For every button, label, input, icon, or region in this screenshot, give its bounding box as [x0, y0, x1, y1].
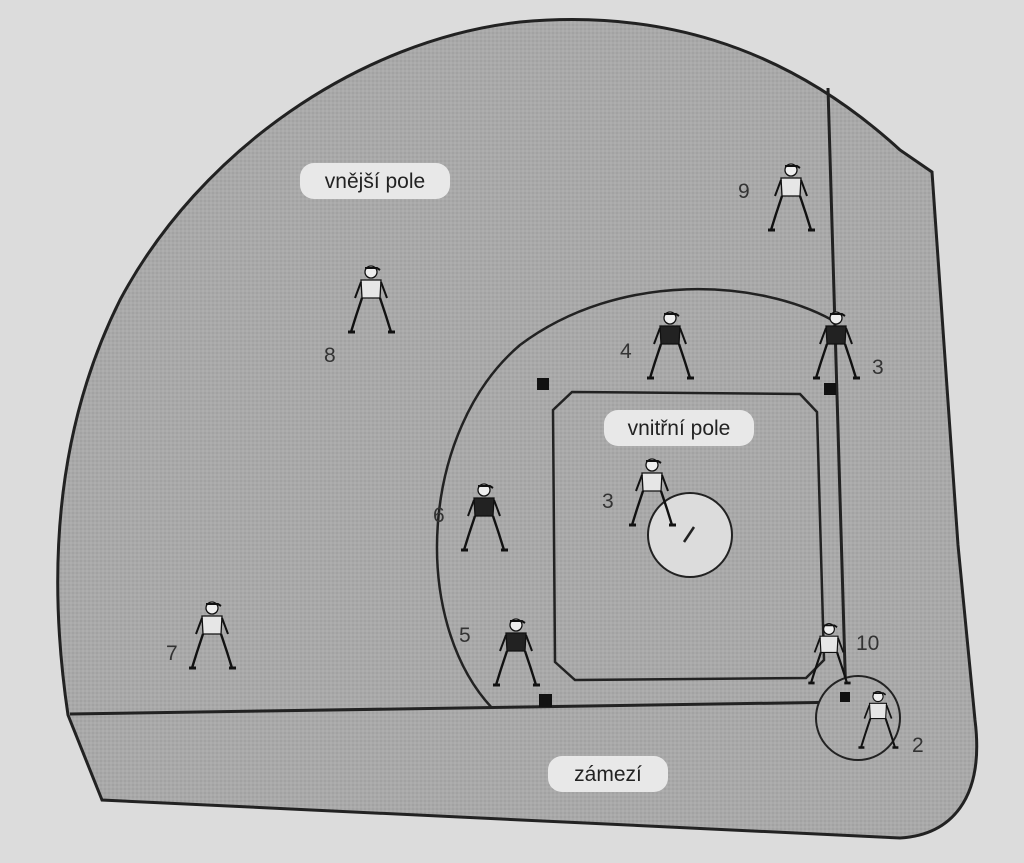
- player-number-9: 9: [738, 180, 750, 203]
- player-number-4: 4: [620, 340, 632, 363]
- infield-label: vnitřní pole: [628, 417, 731, 440]
- foul-line-left: [69, 700, 849, 716]
- infield-label-bg: [604, 410, 754, 446]
- infield-arc: [435, 287, 833, 709]
- infield-square: [551, 390, 826, 682]
- foul-territory-label: zámezí: [574, 763, 642, 786]
- second-base: [537, 378, 549, 390]
- foul-line-right: [826, 87, 848, 703]
- player-number-6: 6: [433, 504, 445, 527]
- player-number-2: 2: [912, 734, 924, 757]
- player-number-3-pitcher: 3: [602, 490, 614, 513]
- outfield-label: vnější pole: [325, 170, 425, 193]
- player-number-7: 7: [166, 642, 178, 665]
- player-number-10: 10: [856, 632, 879, 655]
- player-number-8: 8: [324, 344, 336, 367]
- foul-label-bg: [548, 756, 668, 792]
- field-area: [56, 18, 979, 840]
- player-number-5: 5: [459, 624, 471, 647]
- outfield-label-bg: [300, 163, 450, 199]
- first-base: [824, 383, 836, 395]
- third-base: [539, 694, 552, 707]
- home-plate: [840, 692, 850, 702]
- pitchers-rubber: [682, 526, 696, 543]
- player-number-3-first: 3: [872, 356, 884, 379]
- home-circle: [815, 675, 901, 761]
